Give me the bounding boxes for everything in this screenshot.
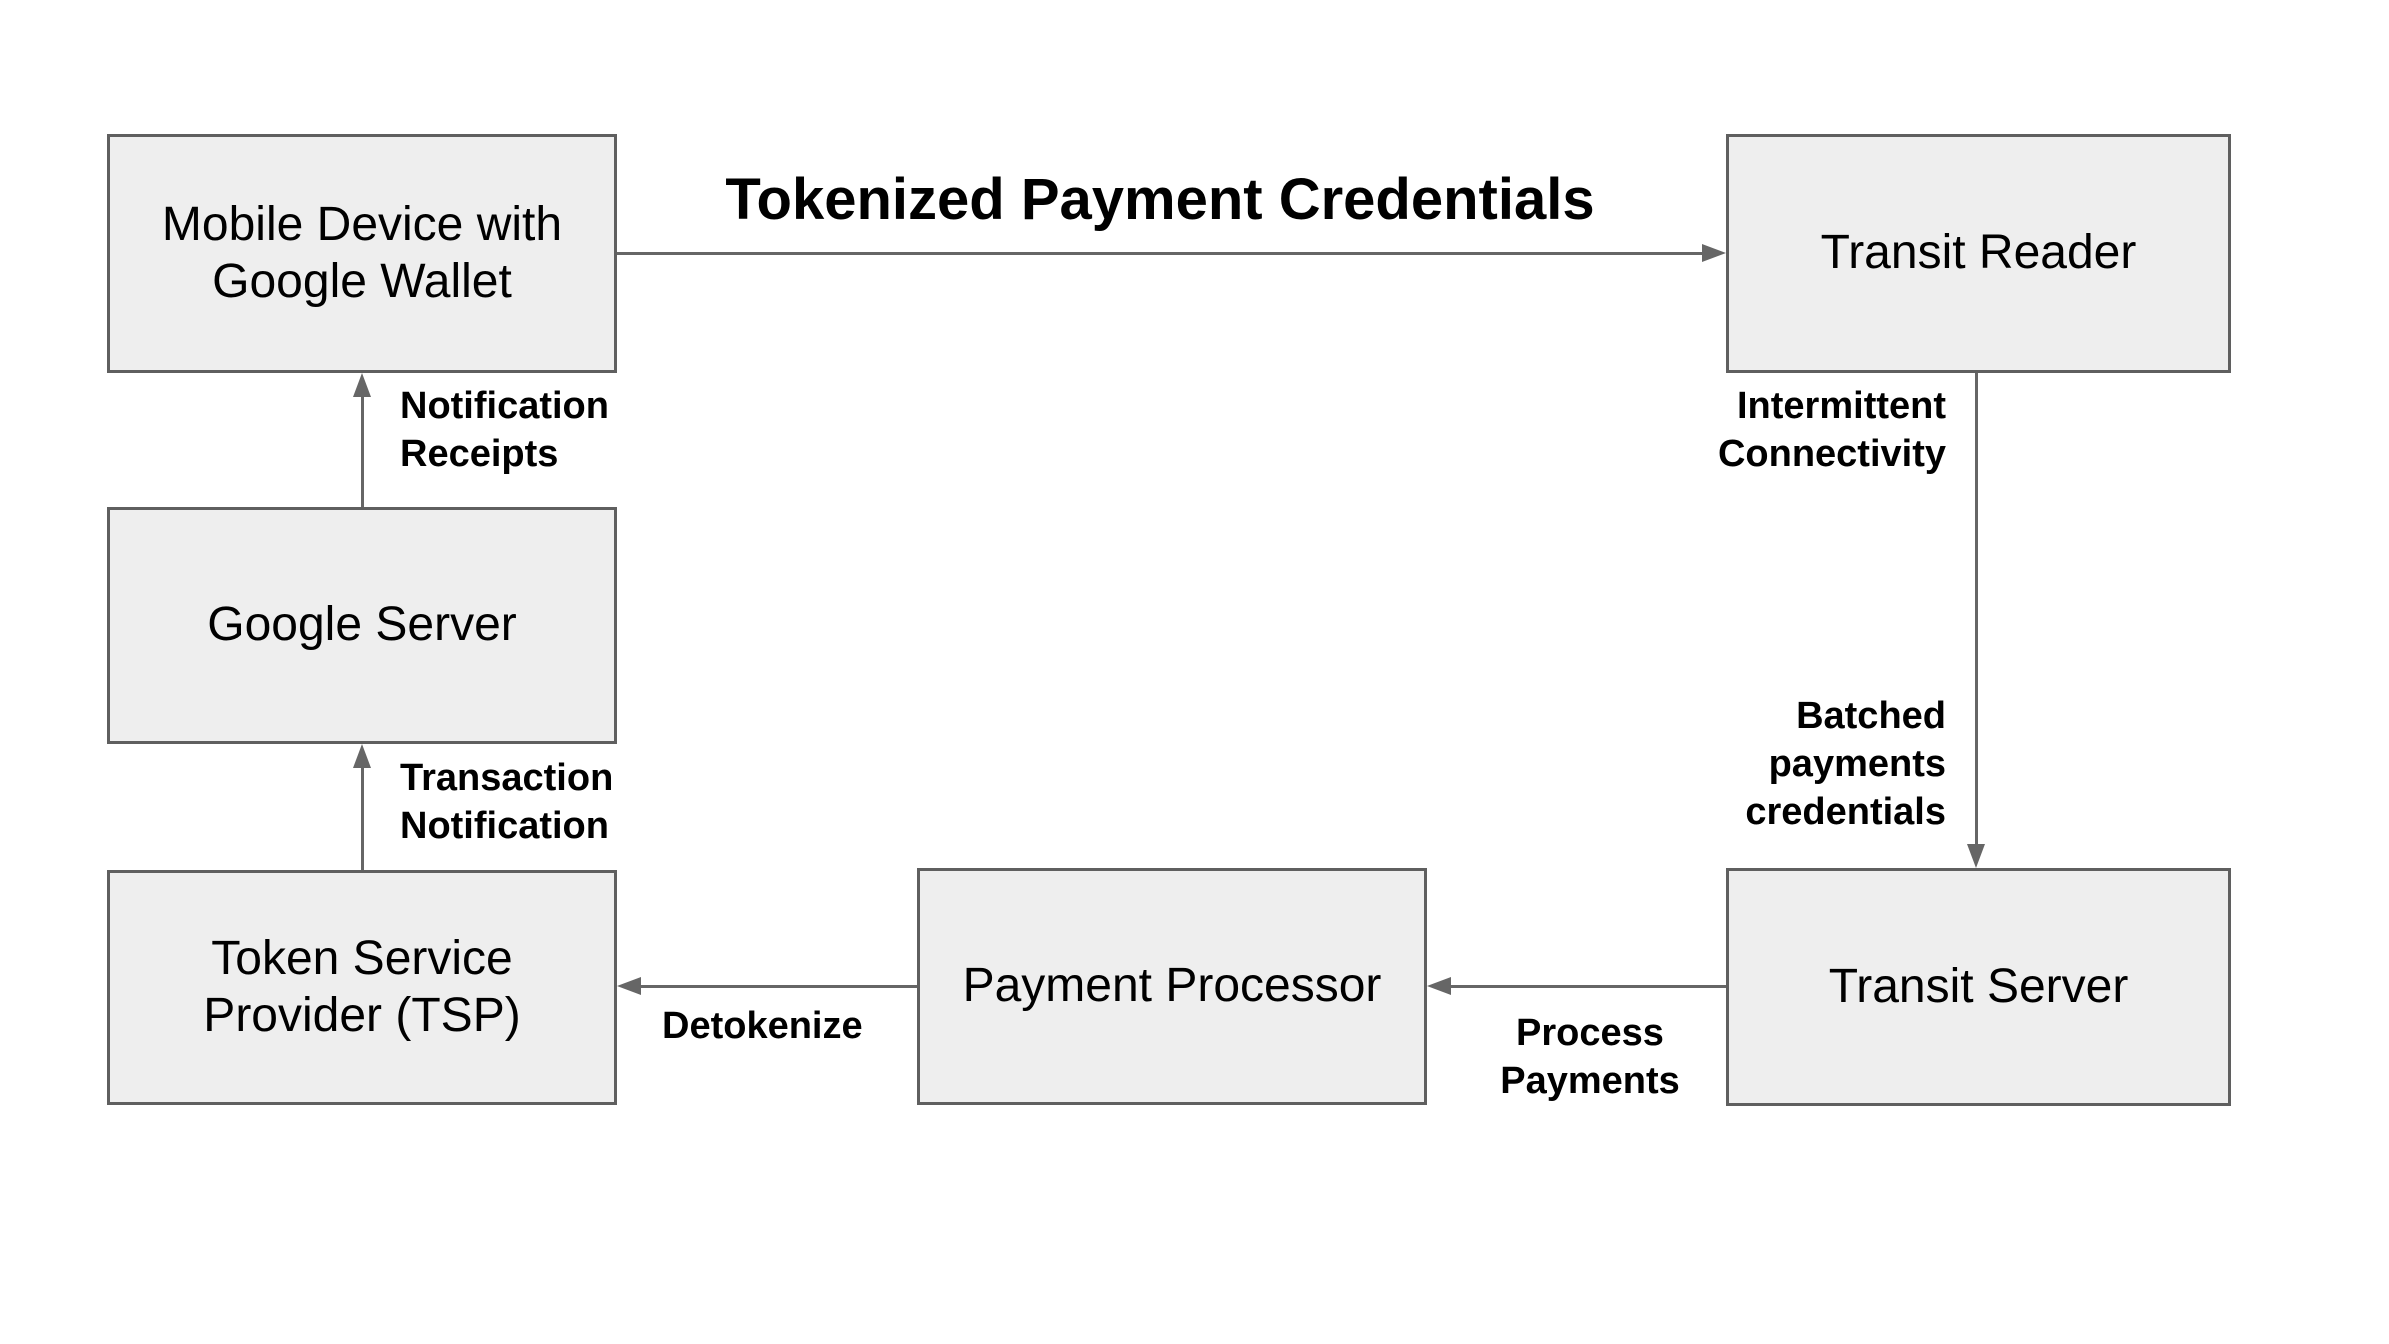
arrow-line bbox=[1451, 985, 1726, 988]
edge-label-transaction-notification: Transaction Notification bbox=[400, 757, 614, 847]
arrow-line bbox=[1975, 373, 1978, 846]
arrow-line bbox=[641, 985, 917, 988]
node-transit-reader: Transit Reader bbox=[1726, 134, 2231, 373]
edge-label-intermittent-connectivity: Intermittent Connectivity bbox=[1717, 385, 1946, 475]
arrow-line bbox=[361, 395, 364, 507]
node-token-service-provider: Token Service Provider (TSP) bbox=[107, 870, 617, 1105]
arrowhead-left-icon bbox=[617, 977, 641, 995]
node-payment-processor: Payment Processor bbox=[917, 868, 1427, 1105]
edge-label-tokenized-payment-credentials: Tokenized Payment Credentials bbox=[725, 167, 1595, 232]
arrowhead-down-icon bbox=[1967, 844, 1985, 868]
edge-label-detokenize: Detokenize bbox=[662, 1005, 863, 1047]
node-mobile-device-google-wallet: Mobile Device with Google Wallet bbox=[107, 134, 617, 373]
edge-label-process-payments: Process Payments bbox=[1500, 1012, 1680, 1102]
arrowhead-left-icon bbox=[1427, 977, 1451, 995]
arrowhead-up-icon bbox=[353, 744, 371, 768]
arrowhead-up-icon bbox=[353, 373, 371, 397]
edge-label-notification-receipts: Notification Receipts bbox=[400, 385, 609, 475]
arrow-line bbox=[617, 252, 1702, 255]
edge-label-batched-payments-credentials: Batched payments credentials bbox=[1745, 695, 1946, 833]
arrowhead-right-icon bbox=[1702, 244, 1726, 262]
node-transit-server: Transit Server bbox=[1726, 868, 2231, 1106]
node-google-server: Google Server bbox=[107, 507, 617, 744]
arrow-line bbox=[361, 766, 364, 870]
